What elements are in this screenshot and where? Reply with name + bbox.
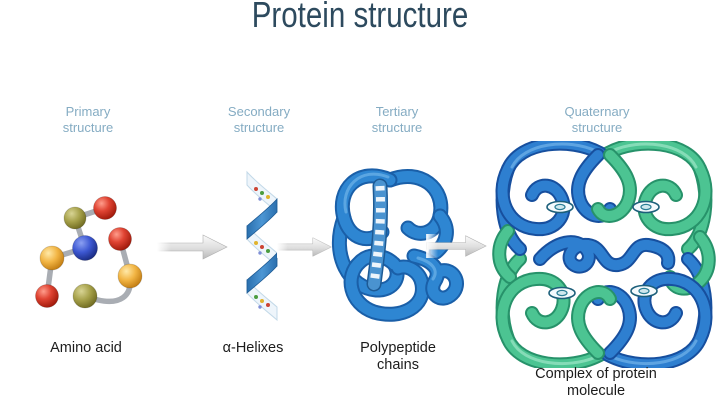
caption-protein-complex: Complex of protein molecule xyxy=(535,366,657,399)
knot-helix-segment xyxy=(366,178,389,292)
amino-acid-chain-illustration xyxy=(35,196,143,309)
amino-acid-beads xyxy=(35,196,143,309)
page-title: Protein structure xyxy=(251,0,469,35)
complex-tubes xyxy=(492,141,716,368)
eye-motifs xyxy=(546,200,660,300)
header-quaternary-structure: Quaternary structure xyxy=(564,104,630,135)
residue-dots xyxy=(254,187,270,309)
caption-polypeptide-chains: Polypeptide chains xyxy=(360,340,436,373)
helix-front-bands xyxy=(246,197,278,294)
protein-complex-illustration xyxy=(492,141,716,368)
arrow-right-icon xyxy=(157,233,228,261)
arrow-right-icon xyxy=(277,236,332,258)
header-secondary-structure: Secondary structure xyxy=(227,104,291,135)
header-tertiary-structure: Tertiary structure xyxy=(371,104,423,135)
caption-alpha-helixes: α-Helixes xyxy=(222,340,284,356)
arrow-right-icon xyxy=(426,234,487,258)
header-primary-structure: Primary structure xyxy=(62,104,114,135)
alpha-helix-illustration xyxy=(246,170,278,322)
caption-amino-acid: Amino acid xyxy=(50,340,122,356)
